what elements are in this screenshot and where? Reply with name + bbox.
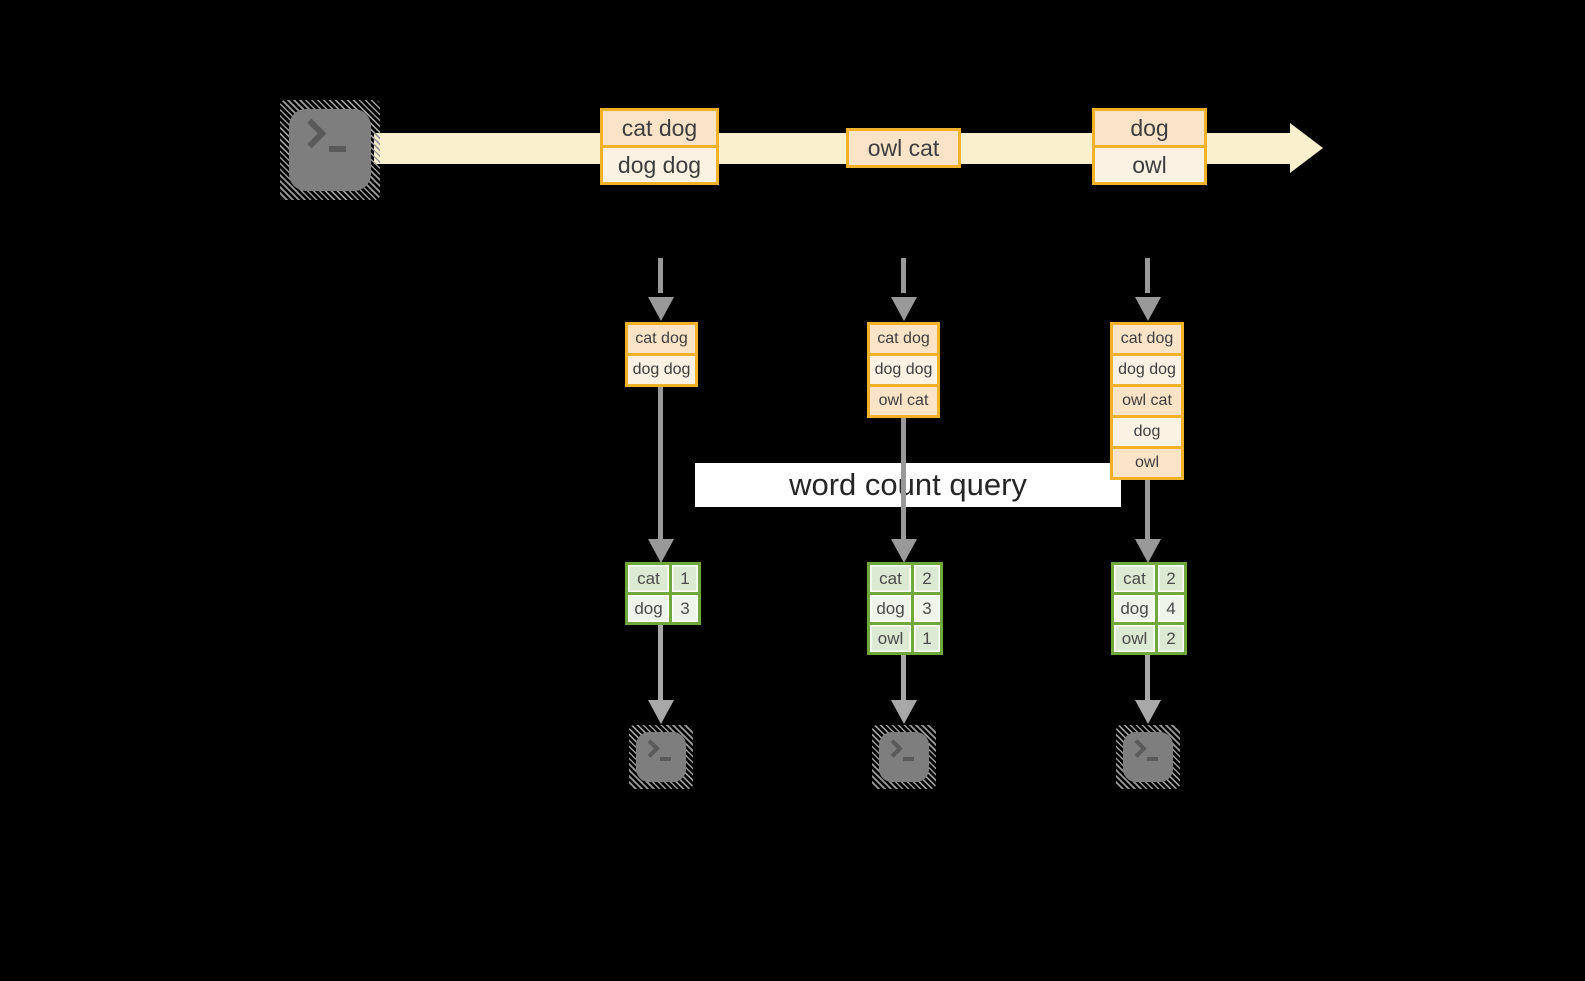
output-arrow	[658, 625, 663, 700]
word-cell: owl	[870, 625, 911, 652]
table-row: dog 3	[870, 595, 940, 622]
count-cell: 2	[1158, 565, 1184, 592]
stream-record-box-2: owl cat	[846, 128, 961, 168]
stream-arrowhead-icon	[1290, 123, 1323, 173]
state-record: dog dog	[628, 356, 695, 384]
stream-record: dog	[1095, 111, 1204, 145]
prompt-cursor-icon	[903, 757, 914, 761]
table-row: dog 3	[628, 595, 698, 622]
state-record: owl cat	[870, 387, 937, 415]
output-arrow	[1145, 655, 1150, 700]
query-flow-arrow	[1145, 480, 1150, 539]
table-row: cat 2	[870, 565, 940, 592]
prompt-chevron-icon	[296, 118, 327, 149]
word-cell: dog	[870, 595, 911, 622]
state-record: cat dog	[1113, 325, 1181, 353]
prompt-cursor-icon	[329, 146, 346, 152]
word-count-table-3: cat 2 dog 4 owl 2	[1111, 562, 1187, 655]
output-arrowhead-icon	[648, 700, 674, 724]
word-cell: cat	[628, 565, 669, 592]
word-cell: cat	[870, 565, 911, 592]
state-buffer-1: cat dog dog dog	[625, 322, 698, 387]
table-row: cat 1	[628, 565, 698, 592]
stream-record: dog dog	[603, 148, 716, 182]
table-row: cat 2	[1114, 565, 1184, 592]
count-cell: 2	[914, 565, 940, 592]
word-count-table-2: cat 2 dog 3 owl 1	[867, 562, 943, 655]
state-record: cat dog	[628, 325, 695, 353]
stream-record-box-3: dog owl	[1092, 108, 1207, 185]
query-label-banner: word count query	[695, 463, 1121, 507]
terminal-screen	[289, 109, 371, 191]
query-flow-arrow	[901, 418, 906, 539]
query-flow-arrow	[658, 387, 663, 539]
state-record: dog	[1113, 418, 1181, 446]
word-cell: dog	[628, 595, 669, 622]
output-arrowhead-icon	[1135, 700, 1161, 724]
word-cell: cat	[1114, 565, 1155, 592]
ingest-arrow-dash	[1145, 258, 1150, 293]
count-cell: 3	[672, 595, 698, 622]
terminal-screen	[636, 732, 686, 782]
word-cell: owl	[1114, 625, 1155, 652]
count-cell: 3	[914, 595, 940, 622]
sink-terminal-icon	[872, 725, 936, 789]
ingest-arrowhead-icon	[891, 297, 917, 321]
sink-terminal-icon	[629, 725, 693, 789]
query-flow-arrowhead-icon	[891, 539, 917, 563]
prompt-cursor-icon	[660, 757, 671, 761]
output-arrow	[901, 655, 906, 700]
stream-record: cat dog	[603, 111, 716, 145]
state-record: owl	[1113, 449, 1181, 477]
state-record: owl cat	[1113, 387, 1181, 415]
table-row: owl 2	[1114, 625, 1184, 652]
terminal-screen	[879, 732, 929, 782]
prompt-chevron-icon	[1128, 739, 1147, 758]
ingest-arrowhead-icon	[648, 297, 674, 321]
state-record: cat dog	[870, 325, 937, 353]
count-cell: 2	[1158, 625, 1184, 652]
ingest-arrowhead-icon	[1135, 297, 1161, 321]
query-flow-arrowhead-icon	[1135, 539, 1161, 563]
query-label: word count query	[789, 467, 1027, 502]
prompt-chevron-icon	[641, 739, 660, 758]
state-buffer-2: cat dog dog dog owl cat	[867, 322, 940, 418]
count-cell: 1	[672, 565, 698, 592]
state-record: dog dog	[1113, 356, 1181, 384]
count-cell: 4	[1158, 595, 1184, 622]
query-flow-arrowhead-icon	[648, 539, 674, 563]
stream-record: owl	[1095, 148, 1204, 182]
word-count-table-1: cat 1 dog 3	[625, 562, 701, 625]
output-arrowhead-icon	[891, 700, 917, 724]
stream-record: owl cat	[849, 131, 958, 165]
table-row: owl 1	[870, 625, 940, 652]
sink-terminal-icon	[1116, 725, 1180, 789]
state-record: dog dog	[870, 356, 937, 384]
prompt-cursor-icon	[1147, 757, 1158, 761]
table-row: dog 4	[1114, 595, 1184, 622]
word-cell: dog	[1114, 595, 1155, 622]
ingest-arrow-dash	[658, 258, 663, 293]
prompt-chevron-icon	[884, 739, 903, 758]
state-buffer-3: cat dog dog dog owl cat dog owl	[1110, 322, 1184, 480]
stream-record-box-1: cat dog dog dog	[600, 108, 719, 185]
source-terminal-icon	[280, 100, 380, 200]
terminal-screen	[1123, 732, 1173, 782]
ingest-arrow-dash	[901, 258, 906, 293]
count-cell: 1	[914, 625, 940, 652]
